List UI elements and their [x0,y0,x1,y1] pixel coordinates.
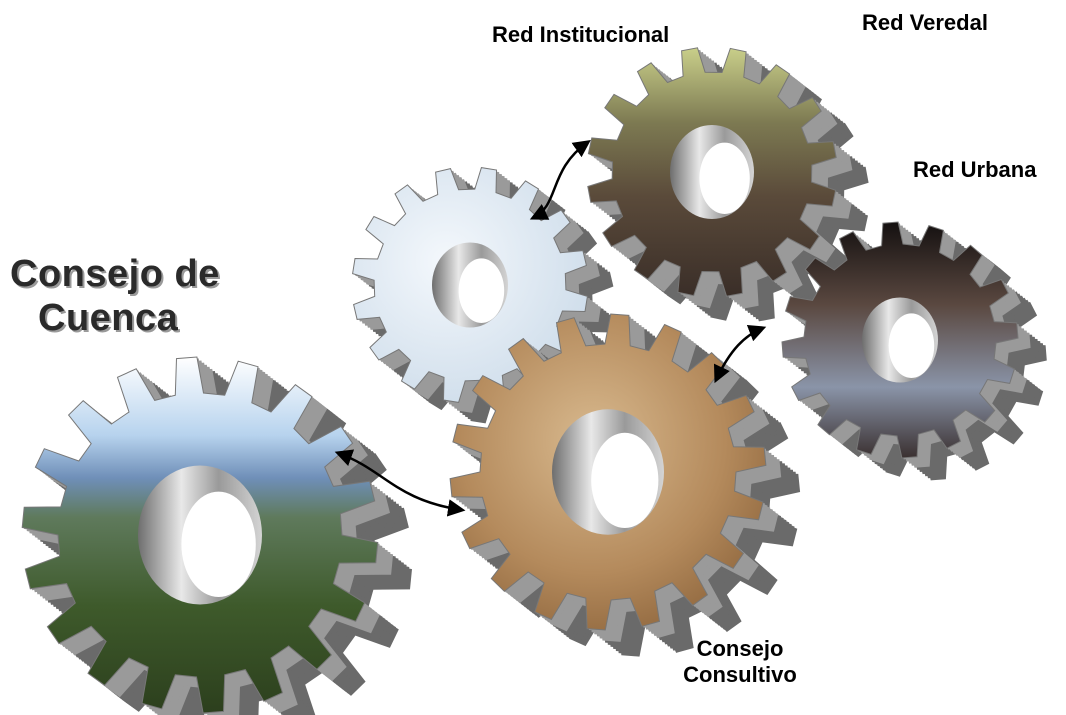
gear-consejo-consultivo [449,313,801,657]
title-line-1: Consejo de [10,253,220,295]
label-consejo-consultivo: Consejo Consultivo [660,636,820,688]
gear-red-institucional-hole-opening [699,142,750,214]
arrow-institucional-connector [529,139,591,220]
arrow-urbana-connector [713,324,767,384]
gear-red-urbana-hole-opening [888,313,935,379]
gear-red-urbana [781,221,1047,481]
gear-consejo-de-cuenca [21,356,412,715]
label-red-institucional: Red Institucional [492,22,670,47]
arrow-cuenca-connector [334,449,466,517]
label-red-urbana: Red Urbana [913,157,1037,182]
label-red-veredal: Red Veredal [862,10,988,35]
title-line-2: Cuenca [38,297,179,339]
consejo-consultivo-line-2: Consultivo [683,662,797,687]
gear-consejo-de-cuenca-hole-opening [181,491,256,597]
gear-red-institucional [587,47,869,322]
gear-central-light-hole-opening [458,258,505,324]
gears-group [21,47,1047,715]
title-consejo-de-cuenca: Consejo de Cuenca [10,252,220,340]
gear-consejo-consultivo-hole-opening [591,432,659,528]
consejo-consultivo-line-1: Consejo [696,636,784,661]
